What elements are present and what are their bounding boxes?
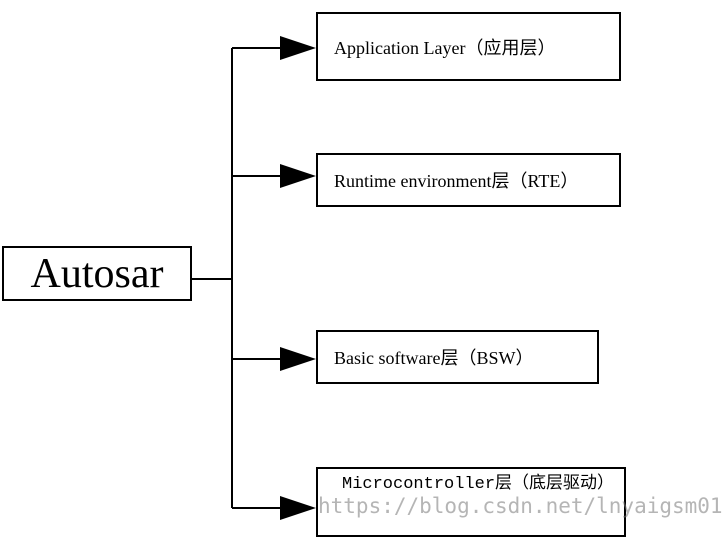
bsw-layer-label: Basic software层（BSW）	[334, 348, 534, 368]
arrow-head-microcontroller	[280, 496, 316, 520]
arrow-head-rte	[280, 164, 316, 188]
autosar-architecture-diagram: Autosar Application Layer（应用层） Runtime e…	[2, 12, 723, 537]
microcontroller-layer-label: Microcontroller层（底层驱动）	[342, 475, 615, 494]
application-layer-label: Application Layer（应用层）	[334, 37, 556, 58]
bsw-layer-node: Basic software层（BSW）	[316, 330, 599, 384]
arrow-head-bsw	[280, 347, 316, 371]
connector-lines	[192, 36, 316, 520]
microcontroller-layer-node: Microcontroller层（底层驱动）	[316, 467, 626, 537]
rte-layer-node: Runtime environment层（RTE）	[316, 153, 621, 207]
application-layer-node: Application Layer（应用层）	[316, 12, 621, 81]
autosar-root-label: Autosar	[30, 250, 164, 297]
autosar-root-node: Autosar	[2, 246, 192, 301]
arrow-head-application	[280, 36, 316, 60]
rte-layer-label: Runtime environment层（RTE）	[334, 171, 579, 191]
